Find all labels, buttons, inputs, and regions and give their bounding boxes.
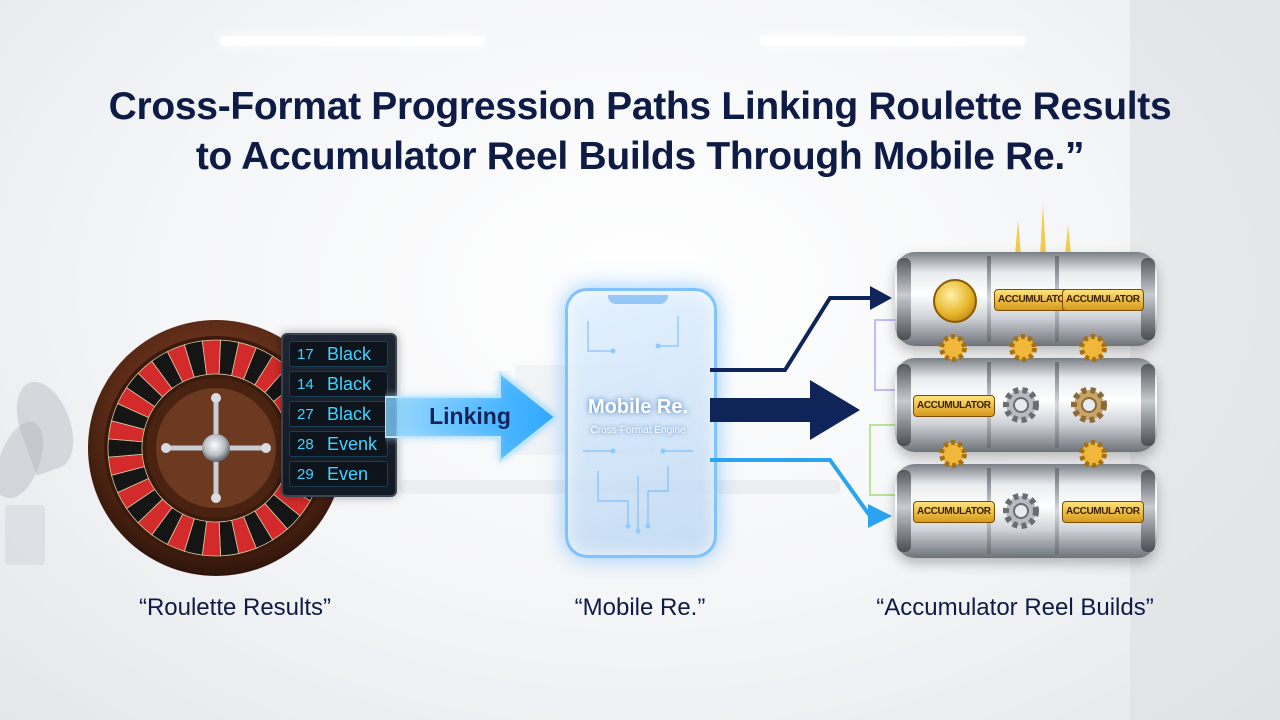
background-wall: [1130, 0, 1280, 720]
accumulator-badge: ACCUMULATOR: [913, 501, 995, 523]
result-number: 29: [297, 466, 314, 483]
title-line-2: to Accumulator Reel Builds Through Mobil…: [195, 135, 1085, 178]
phone-subtitle: Cross-Format Engine: [590, 425, 686, 436]
caption-roulette-results: “Roulette Results”: [138, 594, 332, 621]
caption-mobile: “Mobile Re.”: [574, 594, 706, 621]
caption-accumulator-reel-builds: “Accumulator Reel Builds”: [876, 594, 1154, 621]
ceiling-light: [760, 36, 1025, 46]
reel-bottom: ACCUMULATOR ACCUMULATOR: [895, 464, 1157, 558]
result-label: Even: [327, 464, 369, 484]
reel-divider: [987, 256, 991, 342]
reel-cap: [897, 364, 911, 446]
gear-icon: [1071, 387, 1107, 423]
accumulator-badge: ACCUMULATOR: [1062, 501, 1144, 523]
roulette-results-panel: 17 Black 14 Black 27 Black 28 Evenk 29 E…: [281, 333, 397, 497]
coin-icon: [933, 279, 977, 323]
reel-divider: [1055, 468, 1059, 554]
reel-cap: [897, 258, 911, 340]
result-label: Black: [327, 404, 372, 424]
result-number: 14: [297, 376, 314, 393]
result-number: 27: [297, 406, 314, 423]
arrow-to-middle-reel: [710, 380, 860, 440]
result-row: 27 Black: [289, 401, 388, 427]
result-label: Evenk: [327, 434, 378, 454]
ceiling-light: [220, 36, 485, 46]
gold-gear-icon: [1079, 334, 1107, 362]
reel-middle: ACCUMULATOR: [895, 358, 1157, 452]
gold-gear-icon: [1009, 334, 1037, 362]
sparkle-icon: [1015, 205, 1071, 255]
gold-gear-icon: [939, 440, 967, 468]
accumulator-reel-stack: ACCUMULATOR ACCUMULATOR ACCUMULATOR ACCU…: [895, 240, 1165, 570]
accumulator-badge: ACCUMULATOR: [1062, 289, 1144, 311]
title-line-1: Cross-Format Progression Paths Linking R…: [108, 85, 1172, 128]
result-row: 14 Black: [289, 371, 388, 397]
result-number: 28: [297, 436, 314, 453]
result-row: 28 Evenk: [289, 431, 388, 457]
accumulator-badge: ACCUMULATOR: [913, 395, 995, 417]
reel-top: ACCUMULATOR ACCUMULATOR: [895, 252, 1157, 346]
result-row: 17 Black: [289, 341, 388, 367]
flow-arrows: [710, 286, 895, 528]
arrow-to-bottom-reel: [710, 458, 892, 528]
phone-title: Mobile Re.: [587, 396, 688, 418]
background-plant-pot: [5, 505, 45, 565]
circuit-pattern-icon: [583, 316, 693, 534]
reel-cap: [1141, 258, 1155, 340]
result-label: Black: [327, 374, 372, 394]
reel-cap: [1141, 364, 1155, 446]
result-number: 17: [297, 346, 314, 363]
mobile-phone: Mobile Re. Cross-Format Engine: [565, 288, 717, 558]
reel-cap: [897, 470, 911, 552]
page-title: Cross-Format Progression Paths Linking R…: [40, 82, 1240, 182]
gold-gear-icon: [939, 334, 967, 362]
gold-gear-icon: [1079, 440, 1107, 468]
phone-notch: [608, 295, 668, 304]
gear-icon: [1003, 493, 1039, 529]
bracket-connectors: [869, 319, 895, 496]
gear-icon: [1003, 387, 1039, 423]
linking-label: Linking: [429, 403, 511, 429]
linking-arrow-icon: [385, 370, 557, 464]
reel-cap: [1141, 470, 1155, 552]
result-row: 29 Even: [289, 461, 388, 487]
arrow-to-top-reel: [710, 286, 892, 372]
reel-divider: [1055, 362, 1059, 448]
result-label: Black: [327, 344, 372, 364]
